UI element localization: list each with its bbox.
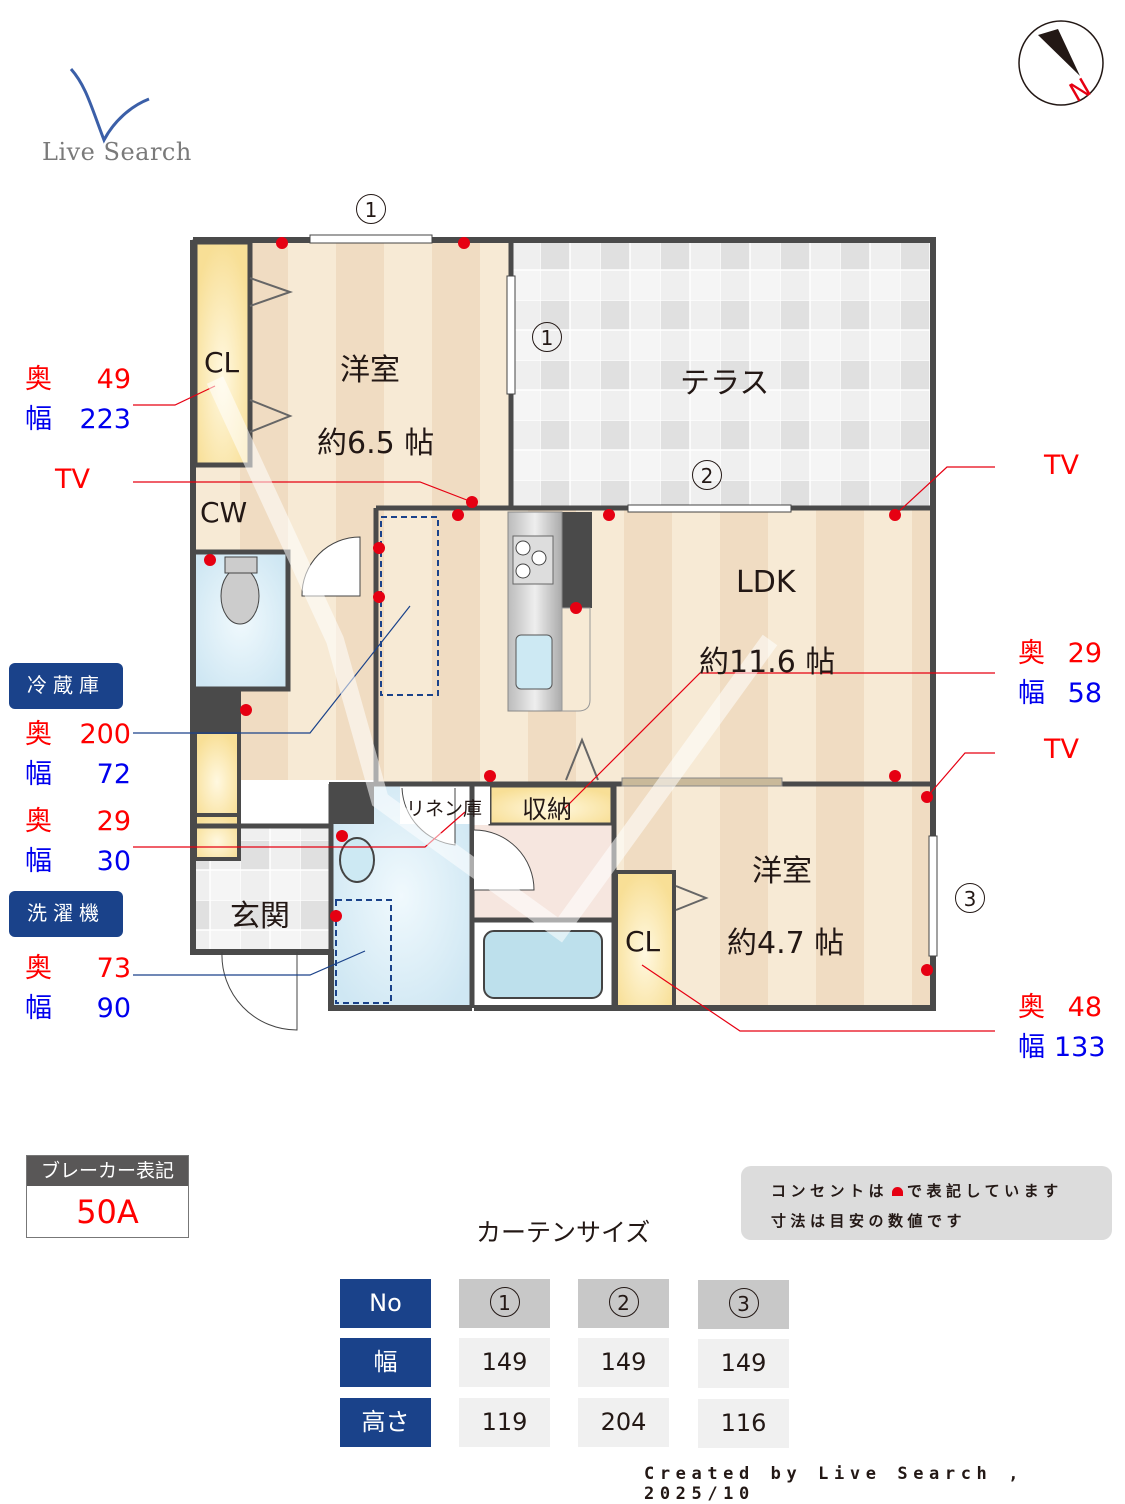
- outlet-icon: [892, 1187, 904, 1196]
- logo-mark-icon: [69, 68, 150, 144]
- col-no-1: 1: [459, 1279, 550, 1328]
- room-size-western-1: 約6.5 帖: [317, 426, 435, 461]
- row-header-height: 高さ: [340, 1398, 431, 1447]
- note-line-1: コンセントはで表記しています: [771, 1182, 1063, 1200]
- row-header-no: No: [340, 1279, 431, 1328]
- tv-right-top-label: TV: [1044, 450, 1079, 481]
- tv-left-label: TV: [55, 464, 90, 495]
- fridge-tag: 冷蔵庫: [9, 663, 123, 709]
- tv-right-mid-label: TV: [1044, 734, 1079, 765]
- fridge-area: [380, 516, 439, 696]
- room-size-western-2: 約4.7 帖: [727, 926, 845, 961]
- pillar: [562, 512, 592, 608]
- room-name-linen: リネン庫: [406, 798, 483, 820]
- note-line-2: 寸法は目安の数値です: [771, 1212, 967, 1230]
- room-name-closet-2: CL: [625, 925, 661, 958]
- pillar: [329, 782, 374, 824]
- room-name-closet-1: CL: [204, 346, 240, 379]
- washer-tag: 洗濯機: [9, 891, 123, 937]
- closet-small-a: [193, 730, 241, 817]
- window-1-side: [506, 275, 516, 395]
- window-2: [627, 504, 792, 513]
- pillar: [193, 689, 241, 732]
- room-name-entrance: 玄関: [230, 899, 290, 934]
- height-2: 204: [578, 1398, 669, 1447]
- outlet-markers: [204, 237, 933, 976]
- breaker-value: 50A: [76, 1193, 139, 1231]
- logo-text: Live Search: [42, 138, 192, 166]
- width-3: 149: [698, 1339, 789, 1388]
- curtain-table-title: カーテンサイズ: [476, 1218, 651, 1247]
- door-swing: [221, 951, 298, 1031]
- room-name-storage: 収納: [522, 795, 573, 824]
- row-header-width: 幅: [340, 1338, 431, 1387]
- window-marker-3: 3: [955, 883, 985, 913]
- leader-lines: [133, 385, 995, 1032]
- window-marker-1-side: 1: [532, 322, 562, 352]
- breaker-box: ブレーカー表記 50A: [26, 1155, 189, 1238]
- height-1: 119: [459, 1398, 550, 1447]
- sliding-door: [621, 777, 783, 787]
- legend-note: コンセントはで表記しています 寸法は目安の数値です: [741, 1166, 1112, 1240]
- wash-basin: [339, 837, 375, 883]
- room-name-western-2: 洋室: [752, 854, 812, 889]
- bathtub: [483, 930, 603, 999]
- washer-area: [335, 899, 392, 1004]
- room-size-ldk: 約11.6 帖: [699, 645, 836, 680]
- width-1: 149: [459, 1338, 550, 1387]
- window-marker-1-top: 1: [356, 194, 386, 224]
- col-no-2: 2: [578, 1279, 669, 1328]
- terrace-floor: [511, 240, 933, 508]
- footer-credit: Created by Live Search , 2025/10: [644, 1464, 1025, 1504]
- window-marker-2: 2: [692, 460, 722, 490]
- room-name-ldk: LDK: [736, 565, 796, 600]
- watermark: [206, 376, 778, 943]
- room-name-terrace: テラス: [680, 366, 770, 401]
- window-3: [928, 835, 938, 957]
- toilet: [220, 567, 260, 625]
- col-no-3: 3: [698, 1280, 789, 1329]
- height-3: 116: [698, 1399, 789, 1448]
- window-1-top: [309, 234, 433, 244]
- breaker-label: ブレーカー表記: [27, 1156, 188, 1186]
- room-name-western-1: 洋室: [340, 353, 400, 388]
- width-2: 149: [578, 1338, 669, 1387]
- sink: [515, 634, 553, 690]
- closet-small-b: [193, 813, 241, 861]
- floor-plan: [133, 234, 995, 1032]
- compass-north-icon: N: [1018, 20, 1104, 108]
- room-name-walk-closet: CW: [200, 496, 248, 529]
- ldk-floor: [376, 508, 933, 784]
